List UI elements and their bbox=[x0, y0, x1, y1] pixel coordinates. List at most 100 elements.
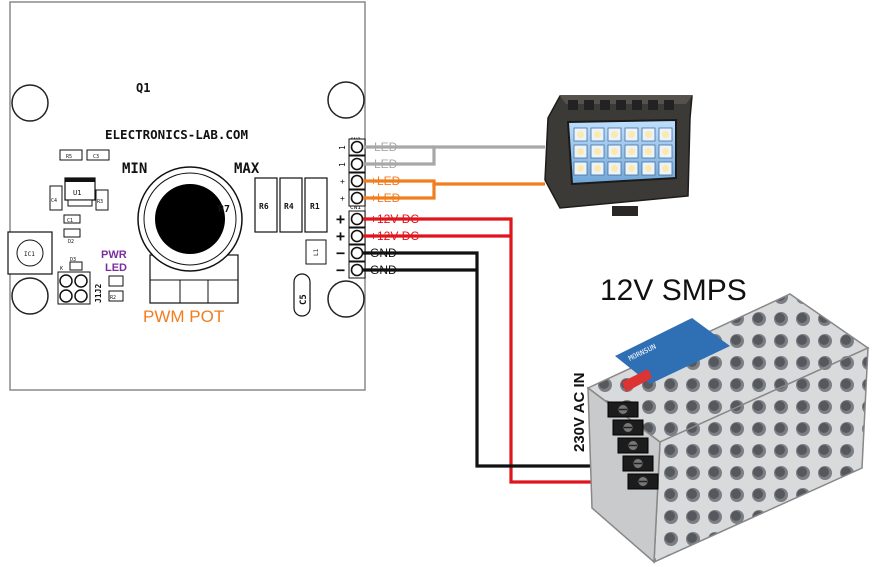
label-cn1: CN1 bbox=[350, 204, 361, 211]
label-r7: R7 bbox=[218, 204, 230, 215]
part-r8 bbox=[108, 275, 124, 287]
led-dot bbox=[594, 165, 601, 172]
led-dot bbox=[594, 131, 601, 138]
label-r6: R6 bbox=[259, 202, 269, 211]
connector-cn1: ++−− bbox=[336, 210, 366, 279]
label-c1: C1 bbox=[67, 218, 73, 224]
led-dot bbox=[611, 165, 618, 172]
inductor-l1 bbox=[305, 239, 327, 265]
led-dot bbox=[628, 148, 635, 155]
ac-in-label: 230V AC IN bbox=[571, 373, 588, 452]
wire-label: -LED bbox=[370, 157, 398, 171]
mounting-hole-bottom-left bbox=[11, 277, 49, 315]
part-r5 bbox=[59, 149, 83, 161]
connector-pin-hole bbox=[350, 212, 364, 226]
led-dot bbox=[628, 131, 635, 138]
led-dot bbox=[662, 165, 669, 172]
led-dot bbox=[577, 148, 584, 155]
led-dot bbox=[577, 165, 584, 172]
connector-pin-hole bbox=[350, 157, 364, 171]
smps-title: 12V SMPS bbox=[600, 274, 747, 307]
resistor-r4 bbox=[279, 177, 303, 233]
cn1-pin-sign: + bbox=[336, 210, 345, 228]
wire-label: GND bbox=[370, 263, 397, 277]
label-max: MAX bbox=[234, 161, 260, 177]
led-array bbox=[573, 127, 673, 176]
smps-label bbox=[615, 318, 730, 384]
capacitor-c5 bbox=[293, 273, 311, 317]
label-c3: C3 bbox=[93, 154, 99, 160]
label-d3: D3 bbox=[70, 257, 76, 263]
heatsink-fins bbox=[568, 100, 674, 110]
cn1-pin-sign: + bbox=[336, 227, 345, 245]
part-r2 bbox=[108, 290, 124, 302]
led-dot bbox=[628, 165, 635, 172]
floodlight-bracket bbox=[612, 206, 638, 216]
label-k: K bbox=[60, 266, 63, 272]
connector-pin-hole bbox=[350, 191, 364, 205]
cn1-pin-sign: − bbox=[336, 244, 345, 262]
connector-pin-hole bbox=[350, 140, 364, 154]
led-dot bbox=[645, 131, 652, 138]
diode-d2 bbox=[63, 228, 81, 238]
label-r3: R3 bbox=[97, 199, 103, 205]
jumper-j1j2 bbox=[57, 271, 91, 305]
wire-4 bbox=[363, 184, 436, 200]
resistor-r6 bbox=[254, 177, 278, 233]
part-c4 bbox=[49, 185, 63, 211]
cn2-pin-label: 1 bbox=[338, 145, 347, 150]
label-r1: R1 bbox=[310, 202, 320, 211]
cn1-pin-sign: − bbox=[336, 261, 345, 279]
led-dot bbox=[645, 148, 652, 155]
resistor-r1 bbox=[304, 177, 328, 233]
label-q1: Q1 bbox=[136, 81, 150, 95]
pwr-led-label-line2: LED bbox=[105, 262, 127, 274]
led-floodlight bbox=[544, 95, 693, 216]
pwr-led-label-line1: PWR bbox=[101, 249, 127, 261]
potentiometer-knob bbox=[155, 184, 225, 254]
wire-label: +LED bbox=[370, 191, 401, 205]
power-supply-smps: 12V SMPS MORNSUN 230V AC IN bbox=[571, 274, 870, 564]
pwm-pot-label: PWM POT bbox=[143, 307, 224, 326]
led-dot bbox=[611, 131, 618, 138]
wire-label: +LED bbox=[370, 174, 401, 188]
pcb-board: Q1 ELECTRONICS-LAB.COM MIN MAX R6 R4 R1 … bbox=[7, 1, 366, 391]
label-c5: C5 bbox=[299, 294, 309, 305]
led-dot bbox=[662, 131, 669, 138]
label-j1j2: J1J2 bbox=[94, 284, 103, 303]
label-l1: L1 bbox=[313, 248, 320, 256]
cn2-pin-label: + bbox=[338, 179, 347, 184]
wire-label: GND bbox=[370, 246, 397, 260]
wires bbox=[363, 145, 640, 484]
wire-label: +12V DC bbox=[370, 229, 419, 243]
diode-d3 bbox=[69, 261, 83, 271]
wire-7 bbox=[363, 251, 640, 468]
connector-pin-hole bbox=[350, 174, 364, 188]
cn2-pin-label: 1 bbox=[338, 162, 347, 167]
wire-2 bbox=[363, 145, 545, 166]
label-r5: R5 bbox=[66, 154, 72, 160]
website-label: ELECTRONICS-LAB.COM bbox=[105, 127, 248, 142]
part-ic1: IC1 bbox=[7, 231, 53, 275]
label-u1: U1 bbox=[73, 189, 81, 197]
label-d2: D2 bbox=[68, 239, 74, 245]
connector-pin-hole bbox=[350, 263, 364, 277]
connector-pin-hole bbox=[350, 246, 364, 260]
wire-label: +12V DC bbox=[370, 212, 419, 226]
part-c1 bbox=[63, 214, 81, 224]
led-dot bbox=[645, 165, 652, 172]
mounting-hole-top-left bbox=[11, 84, 49, 122]
label-r2: R2 bbox=[110, 295, 116, 301]
wire-5 bbox=[363, 217, 640, 484]
led-dot bbox=[662, 148, 669, 155]
led-dot bbox=[577, 131, 584, 138]
label-r4: R4 bbox=[284, 202, 294, 211]
mounting-hole-bottom-right bbox=[327, 280, 365, 318]
connector-cn2: 11++ bbox=[338, 138, 366, 207]
part-c3 bbox=[86, 149, 110, 161]
part-r3 bbox=[95, 189, 109, 211]
smps-terminal-block bbox=[607, 401, 659, 490]
label-min: MIN bbox=[122, 161, 147, 177]
